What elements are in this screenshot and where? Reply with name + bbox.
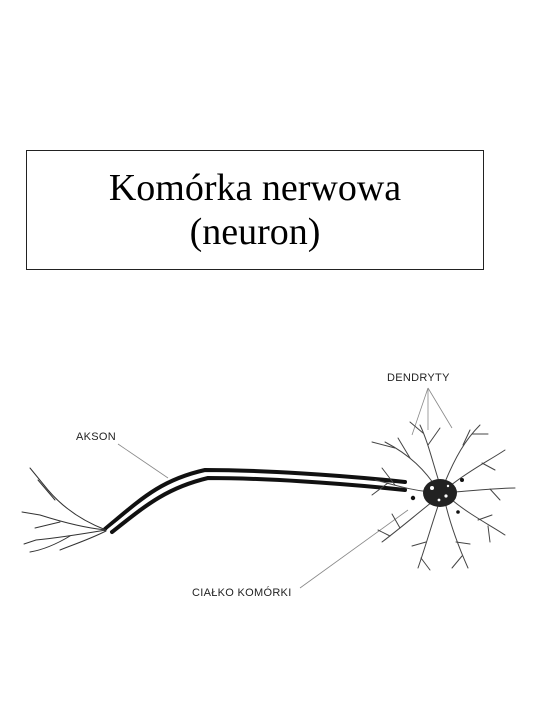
leader-lines [117,387,453,589]
axon-terminals [21,467,107,553]
label-dendrites: DENDRYTY [387,372,450,384]
title-line-2: (neuron) [189,211,321,253]
leader-dendrite-3 [427,387,453,429]
leader-dendrite-1 [411,387,429,436]
label-axon: AKSON [76,431,116,443]
title-box: Komórka nerwowa (neuron) [26,150,484,270]
cell-body [410,478,464,514]
title-line-1: Komórka nerwowa [108,167,402,209]
label-cell-body: CIAŁKO KOMÓRKI [192,586,292,599]
leader-axon [117,443,169,479]
neuron-diagram: DENDRYTY AKSON CIAŁKO KOMÓRKI [21,372,516,599]
axon [103,467,407,534]
leader-cell-body [299,509,409,589]
